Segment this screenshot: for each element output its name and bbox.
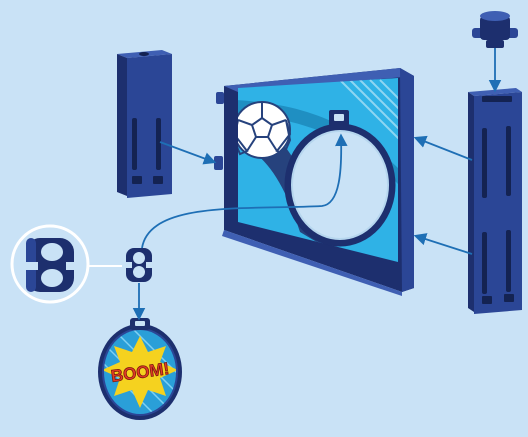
panel-pegs-left — [214, 92, 224, 170]
right-post — [468, 88, 522, 314]
soccer-ball-graphic — [234, 102, 290, 158]
clip-detail-callout — [12, 226, 122, 302]
post-cap — [472, 11, 518, 48]
figure-8-clip — [126, 248, 152, 282]
goal-panel — [214, 68, 414, 296]
arrow-right-post-to-panel-upper — [416, 138, 472, 160]
left-post — [117, 50, 172, 198]
arrow-right-post-to-panel-lower — [416, 236, 472, 254]
boom-medallion: BOOM! — [98, 318, 182, 430]
panel-frame-side — [400, 68, 414, 292]
clip-detail-icon — [24, 238, 76, 292]
